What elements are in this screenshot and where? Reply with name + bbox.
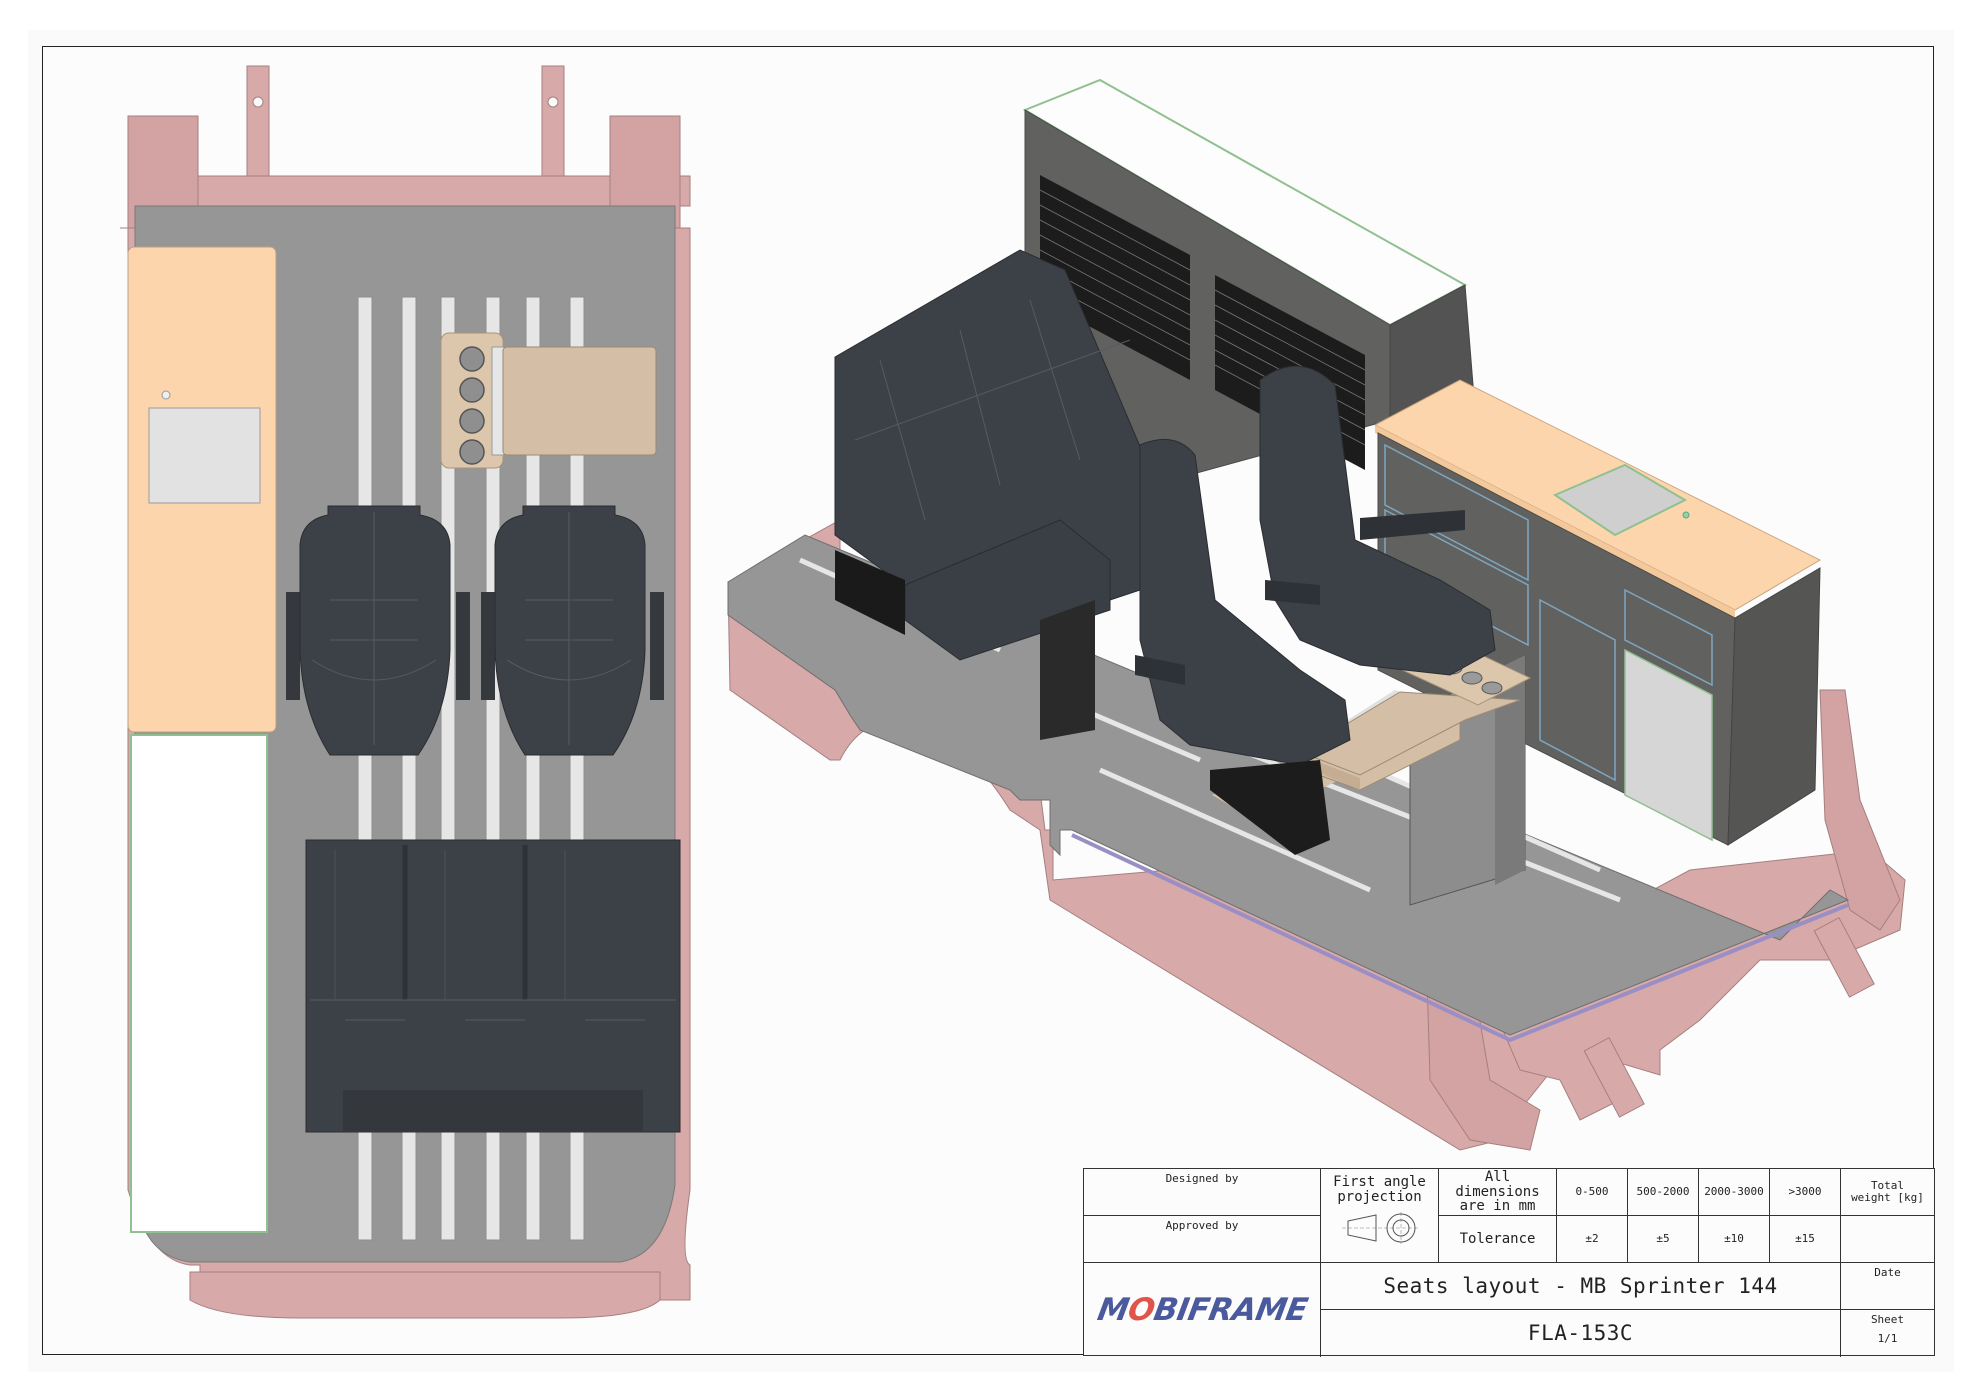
iso-table-surface — [1298, 691, 1521, 776]
iso-tap-hole — [1682, 511, 1690, 519]
approved-by-label: Approved by — [1165, 1219, 1239, 1232]
iso-single-seat-front — [1135, 438, 1351, 855]
sheet-label: Sheet — [1870, 1313, 1905, 1326]
range-cell-2: 2000-3000 — [1699, 1169, 1770, 1216]
sheet-cell: Sheet 1/1 — [1841, 1310, 1934, 1357]
iso-single-seat-rear — [1259, 365, 1496, 676]
designed-by-label: Designed by — [1165, 1172, 1239, 1185]
iso-seat-base-frame — [1210, 760, 1330, 855]
wardrobe-cabinet — [130, 734, 268, 1233]
iso-kitchen-side — [1727, 567, 1821, 846]
sheet-value: 1/1 — [1877, 1331, 1898, 1345]
dimensions-label-line2: are in mm — [1459, 1198, 1536, 1215]
iso-worktop-edge — [1375, 425, 1735, 618]
tolerance-cell-2: ±10 — [1699, 1216, 1770, 1263]
iso-open-shelf — [1624, 648, 1713, 842]
drawing-number-cell: FLA-153C — [1321, 1310, 1841, 1357]
logo-text-rest: BIFRAME — [1150, 1291, 1310, 1328]
tolerance-cell-3: ±15 — [1770, 1216, 1841, 1263]
total-weight-value-cell — [1841, 1216, 1934, 1263]
drawing-title: Seats layout - MB Sprinter 144 — [1383, 1273, 1778, 1298]
weight-label-line1: Total — [1870, 1179, 1905, 1193]
projection-cell: First angle projection — [1321, 1169, 1439, 1263]
weight-label-line2: weight [kg] — [1851, 1191, 1924, 1204]
title-block: Designed by Approved by First angle proj… — [1083, 1168, 1935, 1357]
tolerance-value: ±10 — [1724, 1232, 1744, 1246]
first-angle-projection-icon — [1341, 1212, 1418, 1245]
tolerance-cell-1: ±5 — [1628, 1216, 1699, 1263]
drawing-title-cell: Seats layout - MB Sprinter 144 — [1321, 1263, 1841, 1310]
tolerance-label: Tolerance — [1459, 1230, 1536, 1247]
iso-bench-seat — [834, 249, 1151, 740]
mobiframe-logo: MOBIFRAME — [1094, 1291, 1310, 1328]
rear-bumper — [189, 1271, 661, 1319]
tolerance-cell-0: ±2 — [1557, 1216, 1628, 1263]
iso-sink — [1552, 463, 1688, 537]
date-label: Date — [1874, 1266, 1901, 1279]
iso-bench-leg-frame — [1040, 600, 1095, 740]
range-cell-0: 0-500 — [1557, 1169, 1628, 1216]
approved-by-cell: Approved by — [1084, 1216, 1321, 1263]
projection-label-line1: First angle — [1333, 1174, 1426, 1190]
range-cell-1: 500-2000 — [1628, 1169, 1699, 1216]
iso-c-pillar-right — [1819, 689, 1901, 931]
date-cell: Date — [1841, 1263, 1934, 1310]
total-weight-cell: Total weight [kg] — [1841, 1169, 1934, 1216]
drawing-number: FLA-153C — [1527, 1321, 1634, 1346]
tolerance-value: ±2 — [1585, 1232, 1599, 1246]
cab-crossmember — [129, 175, 691, 207]
seat-bench-triple — [305, 839, 681, 1133]
company-logo-cell: MOBIFRAME — [1084, 1263, 1321, 1357]
cup-holders — [459, 346, 485, 465]
iso-longitudinal-beam-left — [1583, 1037, 1645, 1118]
sink-cutout — [148, 407, 261, 504]
projection-label-line2: projection — [1337, 1188, 1422, 1205]
dimensions-cell: All dimensions are in mm — [1439, 1169, 1557, 1216]
dimensions-label-line1: All dimensions — [1455, 1168, 1540, 1200]
iso-fridge-column-side — [1495, 655, 1525, 885]
range-cell-3: >3000 — [1770, 1169, 1841, 1216]
tap-hole — [161, 390, 171, 400]
seat-single-right — [481, 505, 664, 756]
iso-longitudinal-beam-right — [1813, 917, 1875, 998]
tolerance-value: ±15 — [1795, 1232, 1815, 1246]
iso-kitchen-doors — [1384, 443, 1713, 782]
range-value: 0-500 — [1575, 1185, 1609, 1199]
seat-single-left — [286, 505, 470, 756]
iso-floor-edge — [1071, 833, 1849, 1043]
range-value: 2000-3000 — [1704, 1185, 1764, 1199]
range-value: 500-2000 — [1636, 1185, 1690, 1199]
fold-table — [502, 346, 657, 456]
designed-by-cell: Designed by — [1084, 1169, 1321, 1216]
tolerance-value: ±5 — [1656, 1232, 1670, 1246]
range-value: >3000 — [1788, 1185, 1822, 1199]
tolerance-label-cell: Tolerance — [1439, 1216, 1557, 1263]
